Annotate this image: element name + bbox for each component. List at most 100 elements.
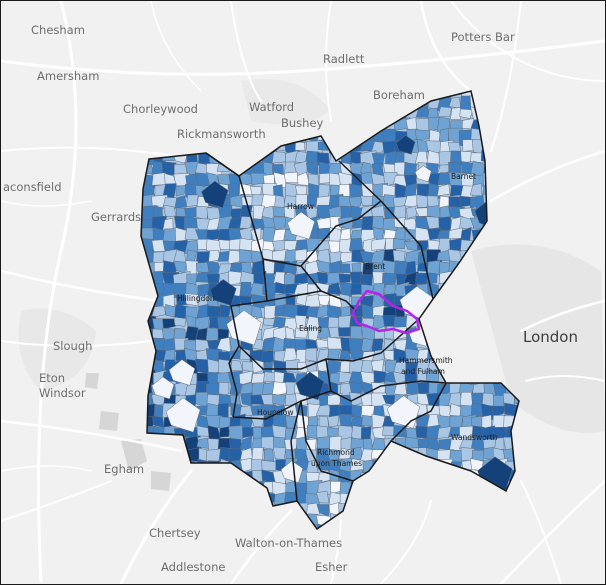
ward-area[interactable] (239, 216, 253, 229)
ward-area[interactable] (205, 327, 220, 342)
ward-area[interactable] (295, 371, 325, 401)
ward-area[interactable] (316, 271, 329, 285)
ward-area[interactable] (201, 180, 229, 209)
ward-area[interactable] (240, 392, 253, 407)
ward-area[interactable] (437, 426, 452, 439)
ward-area[interactable] (307, 415, 318, 427)
ward-area[interactable] (340, 263, 351, 274)
ward-area[interactable] (338, 273, 352, 284)
ward-area[interactable] (459, 216, 474, 230)
ward-area[interactable] (186, 249, 198, 263)
ward-area[interactable] (271, 151, 287, 164)
ward-area[interactable] (251, 447, 264, 462)
ward-area[interactable] (450, 107, 461, 120)
ward-area[interactable] (337, 327, 354, 337)
ward-area[interactable] (185, 306, 198, 319)
ward-area[interactable] (425, 140, 441, 154)
ward-area[interactable] (229, 437, 243, 451)
ward-area[interactable] (168, 359, 196, 386)
ward-area[interactable] (162, 228, 178, 243)
ward-area[interactable] (283, 171, 300, 184)
ward-area[interactable] (491, 405, 507, 417)
ward-area[interactable] (371, 426, 386, 439)
ward-area[interactable] (175, 184, 187, 197)
ward-area[interactable] (294, 315, 307, 329)
ward-area[interactable] (494, 437, 505, 451)
ward-area[interactable] (305, 347, 318, 362)
ward-area[interactable] (370, 141, 386, 153)
ward-area[interactable] (285, 359, 300, 374)
ward-area[interactable] (163, 204, 177, 218)
ward-area[interactable] (261, 436, 275, 450)
ward-area[interactable] (415, 129, 431, 141)
ward-area[interactable] (174, 195, 187, 209)
ward-area[interactable] (459, 108, 474, 119)
ward-area[interactable] (239, 370, 253, 386)
ward-area[interactable] (151, 376, 175, 400)
ward-area[interactable] (231, 360, 244, 372)
ward-area[interactable] (280, 460, 304, 483)
ward-area[interactable] (393, 347, 409, 364)
ward-area[interactable] (373, 370, 387, 384)
ward-area[interactable] (205, 217, 222, 232)
ward-area[interactable] (326, 336, 342, 351)
ward-area[interactable] (406, 381, 419, 395)
ward-area[interactable] (414, 165, 432, 183)
ward-area[interactable] (393, 381, 408, 397)
ward-area[interactable] (373, 282, 386, 295)
ward-area[interactable] (271, 381, 289, 397)
ward-area[interactable] (294, 141, 306, 151)
ward-area[interactable] (395, 135, 416, 155)
ward-area[interactable] (184, 206, 198, 218)
ward-area[interactable] (274, 194, 285, 208)
ward-area[interactable] (392, 238, 406, 250)
ward-area[interactable] (403, 152, 419, 166)
ward-area[interactable] (417, 138, 429, 154)
ward-area[interactable] (348, 195, 364, 208)
ward-area[interactable] (437, 106, 452, 118)
ward-area[interactable] (206, 238, 222, 253)
ward-area[interactable] (165, 397, 201, 433)
ward-area[interactable] (362, 438, 373, 451)
ward-area[interactable] (327, 415, 340, 428)
ward-area[interactable] (263, 449, 275, 462)
ward-area[interactable] (226, 309, 262, 346)
ward-area[interactable] (261, 226, 275, 244)
ward-area[interactable] (218, 382, 230, 397)
ward-area[interactable] (206, 448, 221, 463)
ward-area[interactable] (207, 438, 220, 451)
ward-area[interactable] (392, 249, 406, 264)
ward-area[interactable] (371, 238, 387, 251)
ward-area[interactable] (261, 459, 277, 472)
ward-area[interactable] (151, 306, 166, 318)
ward-area[interactable] (218, 426, 230, 438)
ward-area[interactable] (427, 260, 441, 276)
ward-area[interactable] (173, 316, 187, 327)
ward-area[interactable] (239, 281, 252, 297)
ward-area[interactable] (370, 359, 384, 373)
ward-area[interactable] (162, 293, 175, 308)
ward-area[interactable] (294, 327, 309, 339)
ward-area[interactable] (416, 393, 430, 406)
ward-area[interactable] (459, 381, 474, 396)
ward-area[interactable] (272, 446, 287, 460)
ward-area[interactable] (186, 194, 199, 207)
ward-area[interactable] (287, 211, 315, 240)
ward-area[interactable] (349, 382, 364, 394)
ward-area[interactable] (305, 338, 319, 352)
ward-area[interactable] (404, 194, 420, 208)
ward-area[interactable] (251, 358, 265, 374)
ward-area[interactable] (427, 205, 441, 218)
ward-area[interactable] (294, 248, 308, 262)
ward-area[interactable] (209, 279, 237, 306)
ward-area[interactable] (315, 304, 329, 319)
ward-area[interactable] (315, 490, 330, 504)
ward-area[interactable] (436, 183, 451, 197)
ward-area[interactable] (416, 194, 430, 208)
ward-area[interactable] (361, 426, 372, 440)
ward-area[interactable] (272, 164, 284, 175)
ward-area[interactable] (360, 337, 375, 353)
ward-area[interactable] (272, 216, 288, 231)
